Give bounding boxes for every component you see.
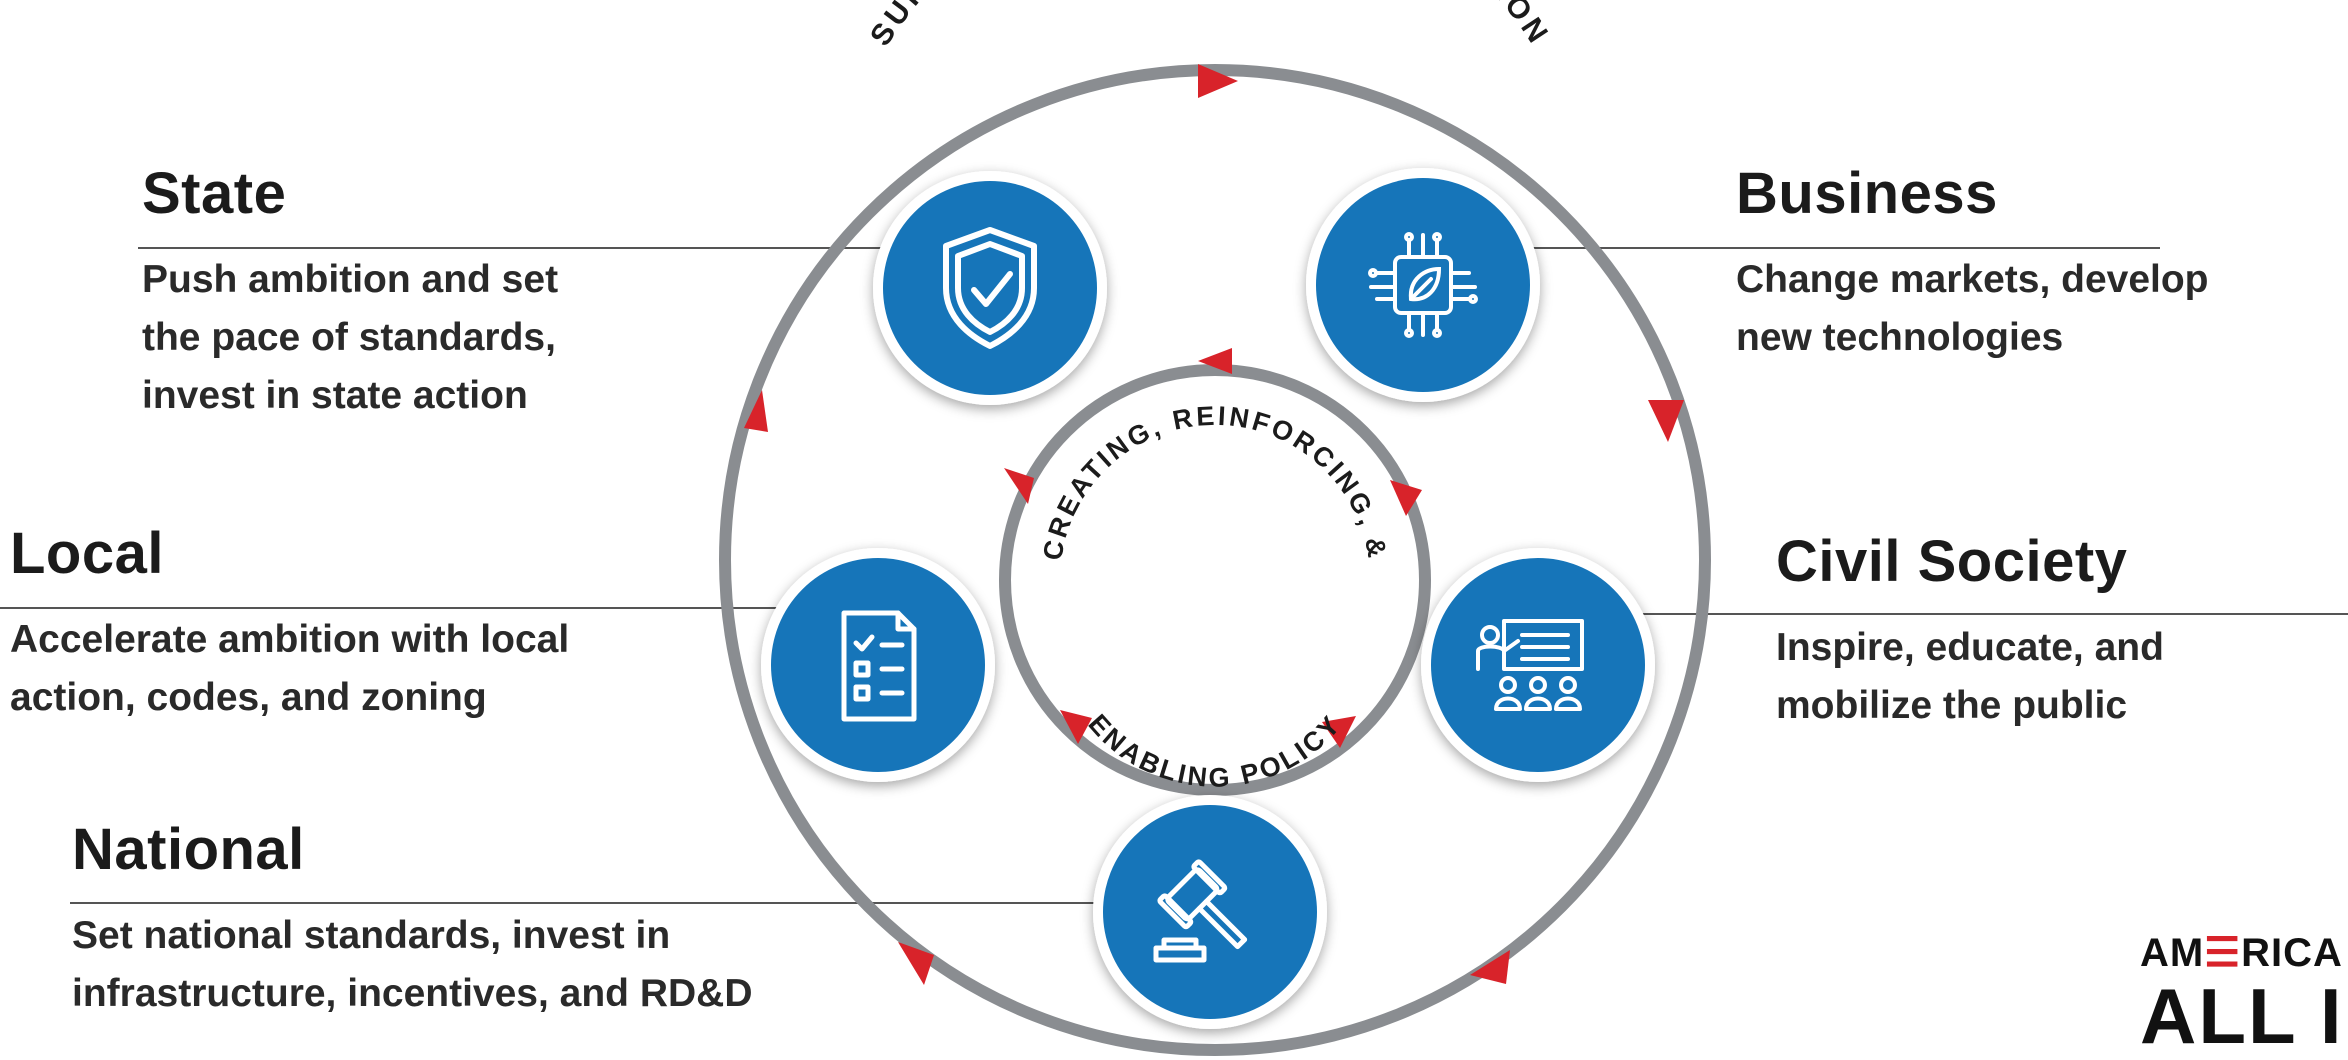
state-node [873, 171, 1107, 405]
local-node-circle [761, 548, 995, 782]
outer-arrow-left-lower [898, 942, 934, 985]
outer-arrow-right-lower [1470, 950, 1510, 984]
civil-block: Civil Society Inspire, educate, and mobi… [1776, 528, 2164, 735]
local-node [761, 548, 995, 782]
civil-node-circle [1421, 548, 1655, 782]
civil-node [1421, 548, 1655, 782]
logo-line-2: ALL I [2140, 972, 2344, 1060]
civil-title: Civil Society [1776, 529, 2128, 594]
outer-arrow-right-upper [1648, 400, 1684, 442]
national-title: National [72, 817, 305, 882]
business-description: Change markets, develop new technologies [1736, 251, 2209, 367]
state-node-circle [873, 171, 1107, 405]
national-node-circle [1093, 795, 1327, 1029]
outer-arrow-left-upper [744, 390, 768, 432]
national-block: National Set national standards, invest … [72, 816, 752, 1023]
national-description: Set national standards, invest in infras… [72, 907, 752, 1023]
state-title: State [142, 161, 287, 226]
logo-line-1: AM☰RICA [2140, 931, 2343, 975]
inner-arrow-left-lower [1060, 710, 1092, 744]
civil-line-2: mobilize the public [1776, 684, 2128, 727]
local-line-1: Accelerate ambition with local [10, 618, 570, 661]
state-block: State Push ambition and set the pace of … [142, 160, 558, 425]
national-line-1: Set national standards, invest in [72, 914, 671, 957]
america-all-in-logo: AM☰RICA ALL I [2140, 930, 2344, 1056]
national-node [1093, 795, 1327, 1029]
inner-arrow-right-lower [1322, 716, 1356, 748]
inner-ring-bottom-label: ENABLING POLICY [1083, 709, 1348, 793]
inner-arrow-left-upper [1004, 468, 1034, 504]
gavel-icon [1153, 859, 1248, 963]
business-node [1306, 168, 1540, 402]
state-description: Push ambition and set the pace of standa… [142, 251, 558, 425]
state-line-1: Push ambition and set [142, 258, 559, 301]
civil-line-1: Inspire, educate, and [1776, 626, 2164, 669]
business-block: Business Change markets, develop new tec… [1736, 160, 2209, 367]
inner-arrow-top [1198, 348, 1232, 374]
state-line-2: the pace of standards, [142, 316, 556, 359]
business-line-2: new technologies [1736, 316, 2064, 359]
leaf-circuit-icon [1368, 232, 1478, 338]
state-line-3: invest in state action [142, 374, 528, 417]
business-line-1: Change markets, develop [1736, 258, 2209, 301]
local-description: Accelerate ambition with local action, c… [10, 611, 569, 727]
outer-ring-arrows [744, 64, 1684, 985]
leader-lines [0, 247, 2348, 904]
local-title: Local [10, 521, 164, 586]
shield-check-icon [943, 227, 1037, 349]
inner-arrow-right-upper [1390, 480, 1422, 516]
civil-description: Inspire, educate, and mobilize the publi… [1776, 619, 2164, 735]
inner-ring-arrows [1004, 348, 1422, 748]
national-line-2: infrastructure, incentives, and RD&D [72, 972, 753, 1015]
outer-ring-label: SUPPORTING AMBITIOUS CLIMATE ACTION [864, 0, 1556, 52]
inner-ring [999, 364, 1431, 796]
checklist-icon [841, 610, 917, 722]
local-line-2: action, codes, and zoning [10, 676, 487, 719]
business-title: Business [1736, 161, 1998, 226]
presentation-icon [1476, 619, 1584, 711]
local-block: Local Accelerate ambition with local act… [10, 520, 569, 727]
outer-arrow-top [1198, 64, 1238, 98]
outer-ring [719, 64, 1711, 1056]
inner-ring-top-label: CREATING, REINFORCING, & [1037, 401, 1393, 563]
